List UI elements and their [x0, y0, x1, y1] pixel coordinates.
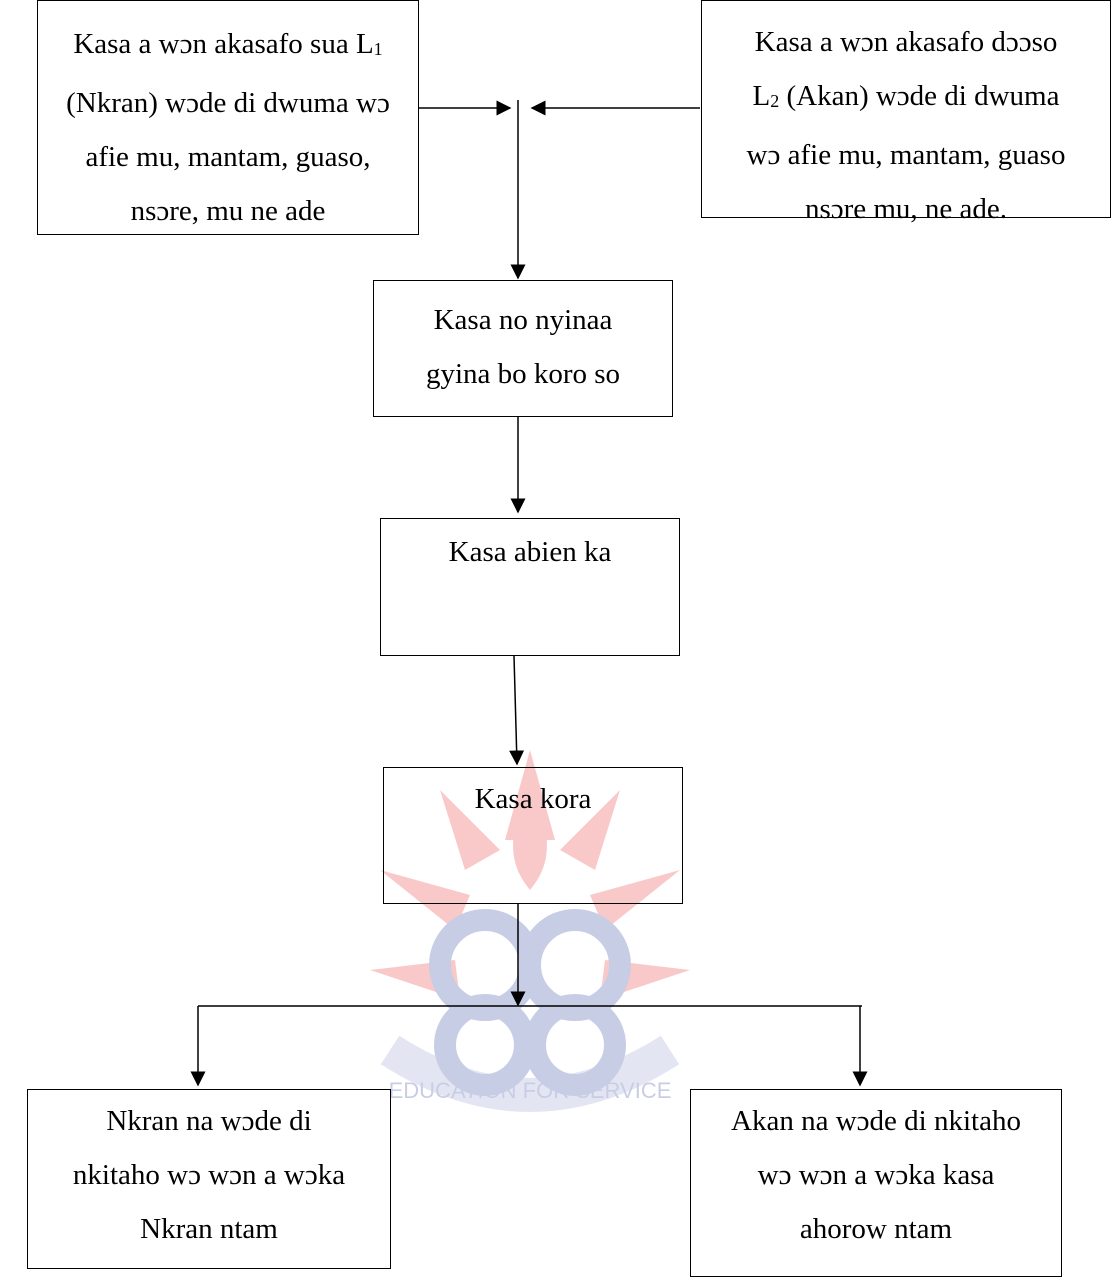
box-l2-majority-language: Kasa a wɔn akasafo dɔɔso L2 (Akan) wɔde … [701, 0, 1111, 225]
box-common-line-1: Kasa no nyinaa [433, 304, 613, 336]
box-l2-line-1: Kasa a wɔn akasafo dɔɔso [754, 26, 1058, 58]
box-one-line-1: Kasa kora [474, 783, 592, 815]
torch-flame-icon [513, 780, 547, 890]
seal-rays [370, 750, 690, 1000]
box-nkran-line-3: Nkran ntam [140, 1213, 278, 1245]
box-nkran-communication: Nkran na wɔde di nkitaho wɔ wɔn a wɔka N… [27, 1089, 391, 1269]
box-common-base: Kasa no nyinaa gyina bo koro so [373, 280, 673, 417]
arrow-two-to-one [509, 655, 525, 766]
adinkra-symbol-icon [429, 909, 631, 1096]
box-l2-line-3: wɔ afie mu, mantam, guaso [746, 139, 1066, 171]
box-l2-line-2: L2 (Akan) wɔde di dwuma [752, 80, 1060, 112]
box-two-languages: Kasa abien ka [380, 518, 680, 656]
box-akan-line-2: wɔ wɔn a wɔka kasa [757, 1159, 995, 1191]
box-one-language: Kasa kora [383, 767, 683, 904]
box-nkran-line-1: Nkran na wɔde di [106, 1105, 312, 1137]
box-akan-communication: Akan na wɔde di nkitaho wɔ wɔn a wɔka ka… [690, 1089, 1062, 1277]
box-l1-line-3: afie mu, mantam, guaso, [85, 141, 371, 173]
box-l1-line-1: Kasa a wɔn akasafo sua L1 [73, 28, 383, 60]
university-seal-watermark: EDUCATION FOR SERVICE [370, 750, 690, 1112]
box-l1-line-2: (Nkran) wɔde di dwuma wɔ [66, 87, 390, 119]
box-l2-line-4: nsɔre mu, ne ade. [804, 193, 1008, 225]
box-nkran-line-2: nkitaho wɔ wɔn a wɔka [72, 1159, 346, 1191]
box-l1-minority-language: Kasa a wɔn akasafo sua L1 (Nkran) wɔde d… [37, 0, 419, 235]
box-common-line-2: gyina bo koro so [425, 358, 621, 390]
box-two-line-1: Kasa abien ka [448, 536, 612, 568]
box-l1-line-4: nsɔre, mu ne ade [130, 195, 326, 227]
seal-ribbon [380, 1035, 680, 1112]
box-akan-line-3: ahorow ntam [799, 1213, 953, 1245]
box-akan-line-1: Akan na wɔde di nkitaho [731, 1105, 1021, 1137]
seal-motto: EDUCATION FOR SERVICE [389, 1078, 672, 1103]
